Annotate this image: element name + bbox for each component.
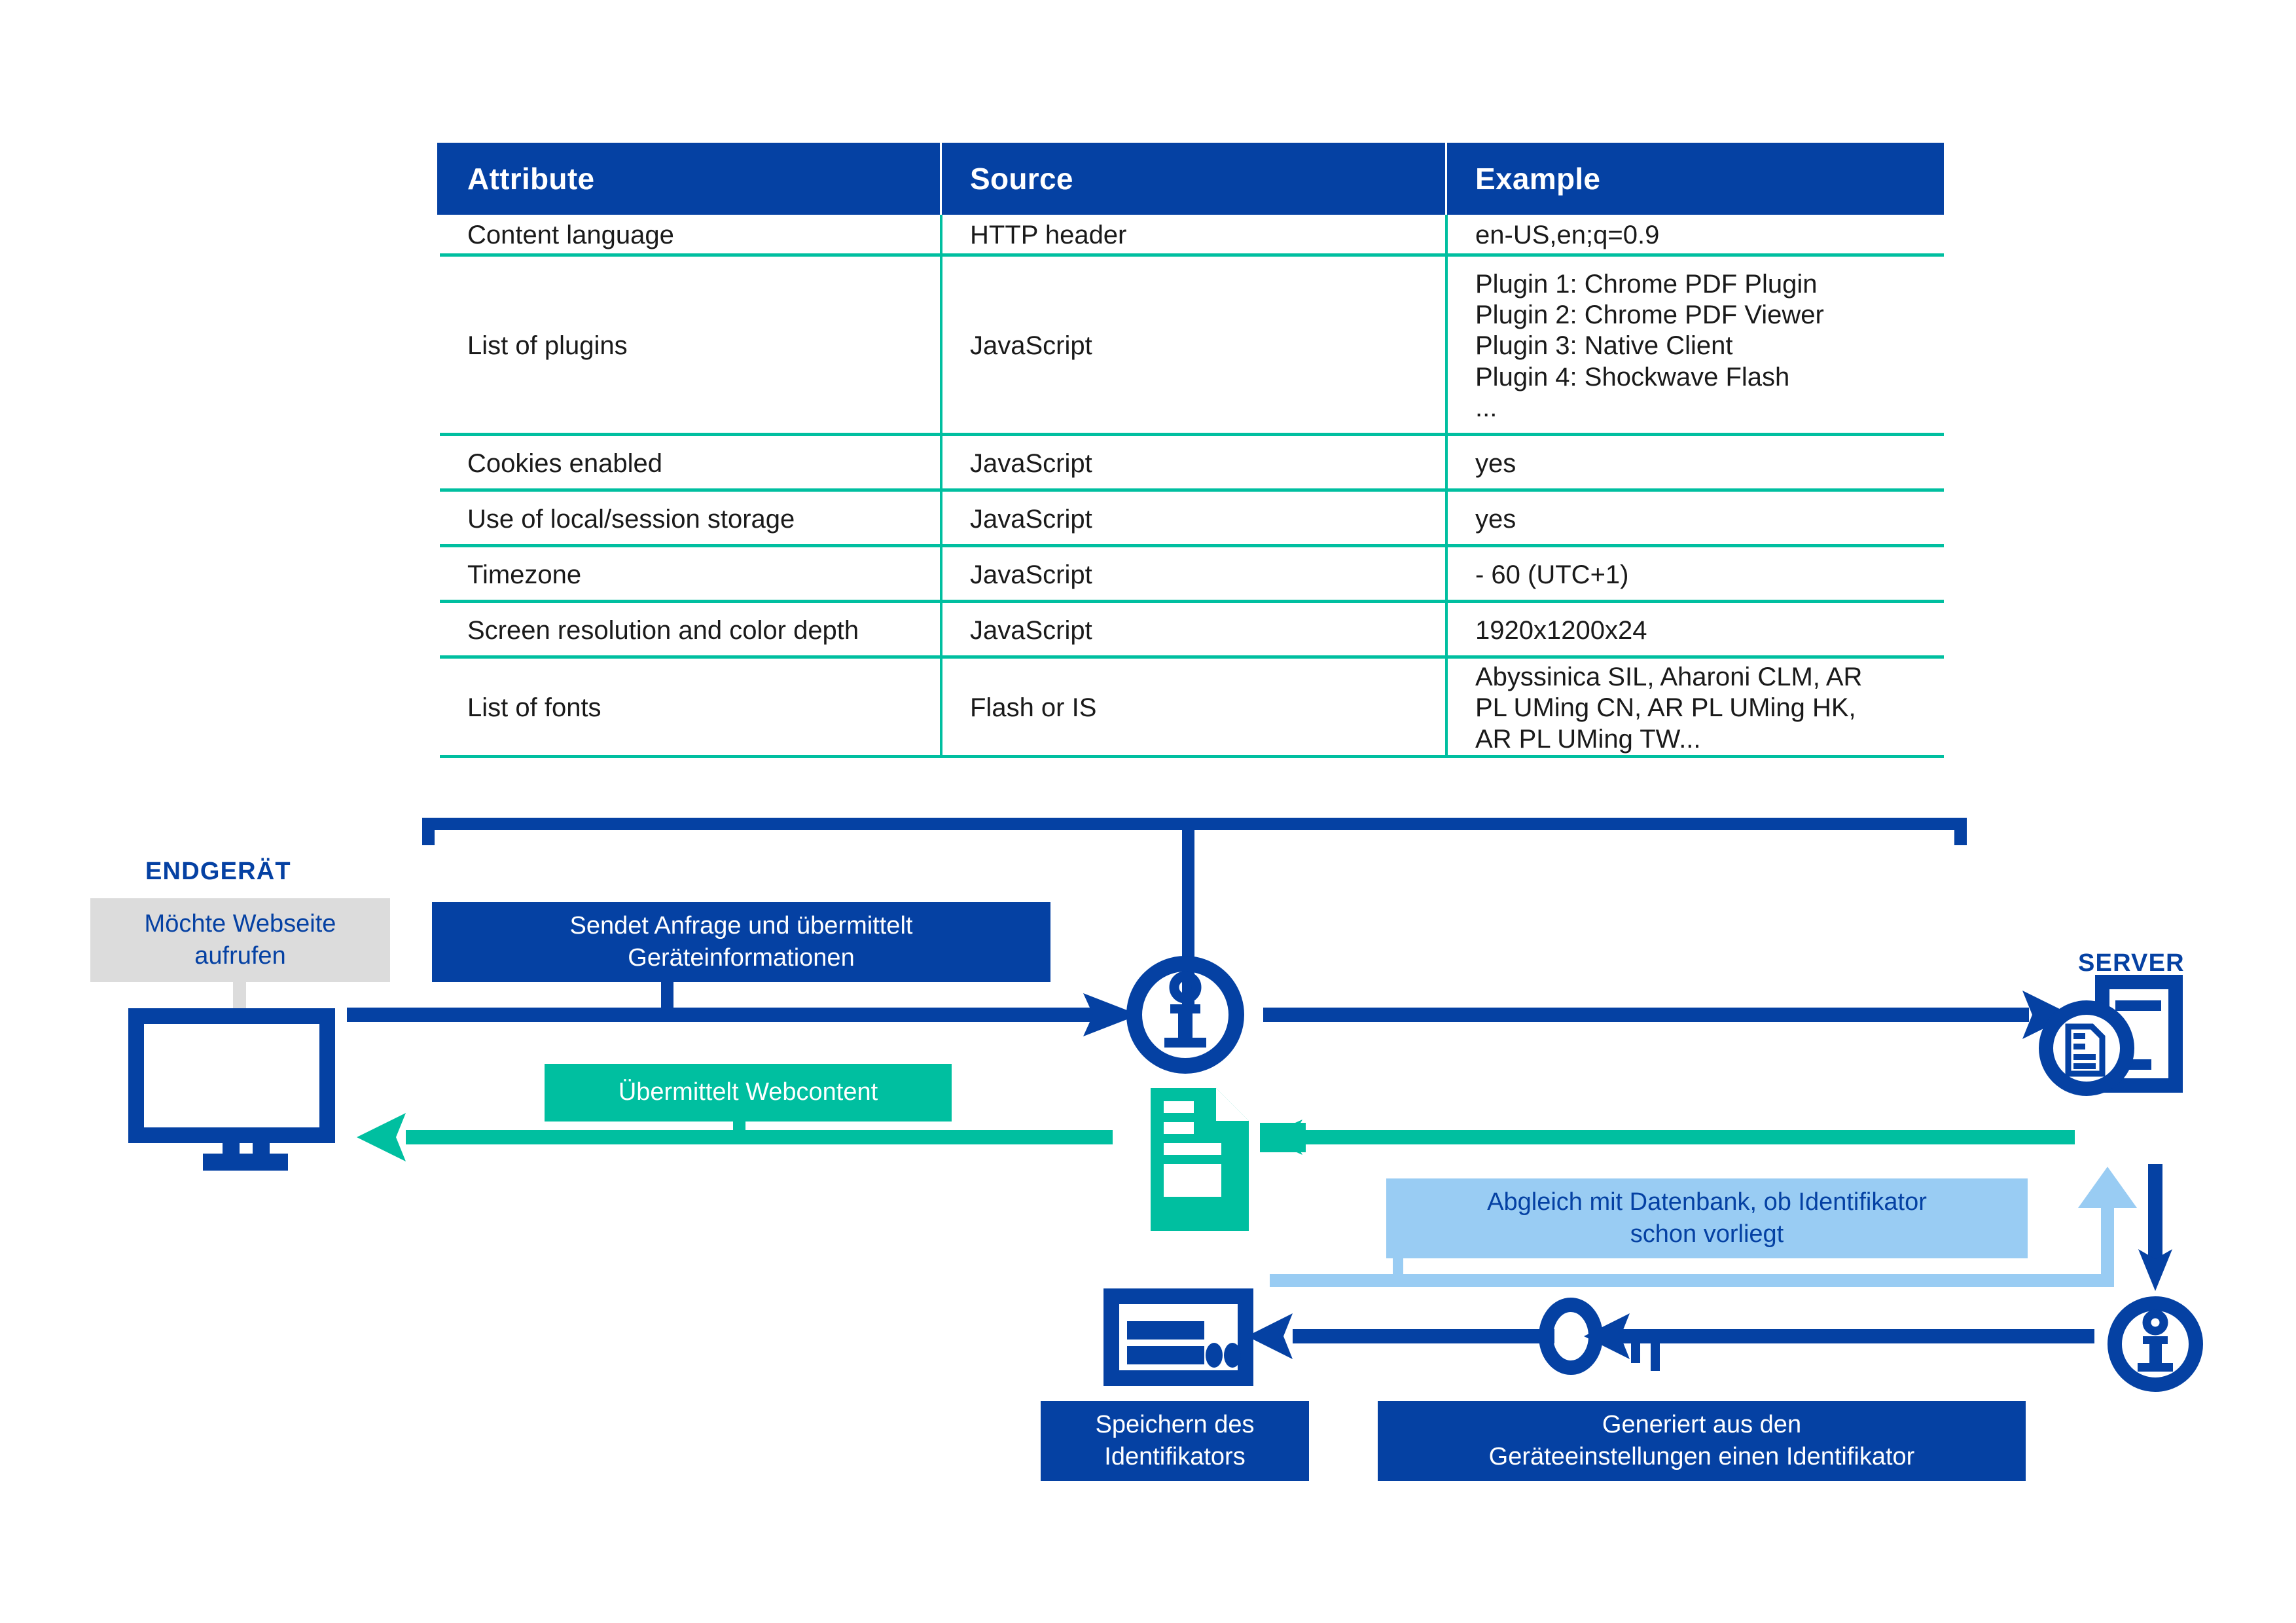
table-cell-source: JavaScript bbox=[940, 603, 1445, 659]
table-cell-source: HTTP header bbox=[940, 215, 1445, 257]
table-cell-source: JavaScript bbox=[940, 436, 1445, 492]
database-icon bbox=[1103, 1288, 1253, 1386]
info-icon bbox=[1126, 956, 1244, 1074]
store-identifier-box: Speichern des Identifikators bbox=[1041, 1401, 1309, 1481]
column-header-attribute: Attribute bbox=[467, 162, 595, 196]
info-icon-bottom bbox=[2108, 1296, 2203, 1392]
generate-identifier-box: Generiert aus den Geräteeinstellungen ei… bbox=[1378, 1401, 2026, 1481]
cell-text: yes bbox=[1475, 504, 1516, 534]
table-to-flow-bracket bbox=[422, 818, 1967, 1008]
table-cell-example: yes bbox=[1445, 492, 1944, 547]
table-cell-source: JavaScript bbox=[940, 547, 1445, 603]
cell-text: Abyssinica SIL, Aharoni CLM, AR PL UMing… bbox=[1475, 663, 1863, 754]
table-cell-attr: Content language bbox=[437, 215, 940, 257]
response-label-box: Übermittelt Webcontent bbox=[545, 1064, 952, 1122]
table-cell-example: Abyssinica SIL, Aharoni CLM, AR PL UMing… bbox=[1445, 659, 1944, 758]
table-row: Use of local/session storage JavaScript ye… bbox=[437, 492, 1944, 547]
cell-text: Cookies enabled bbox=[467, 448, 662, 478]
cell-text: Content language bbox=[467, 221, 674, 250]
cell-text: yes bbox=[1475, 448, 1516, 478]
table-row: Timezone JavaScript - 60 (UTC+1) bbox=[437, 547, 1944, 603]
database-check-box: Abgleich mit Datenbank, ob Identifikator… bbox=[1386, 1178, 2028, 1258]
document-icon bbox=[1151, 1088, 1249, 1231]
request-arrow-blue-2 bbox=[1263, 991, 2072, 1039]
table-cell-example: 1920x1200x24 bbox=[1445, 603, 1944, 659]
endpoint-label: ENDGERÄT bbox=[145, 858, 291, 885]
table-cell-source: JavaScript bbox=[940, 257, 1445, 436]
cell-text: Plugin 1: Chrome PDF Plugin Plugin 2: Ch… bbox=[1475, 270, 1824, 422]
server-down-arrow bbox=[2138, 1164, 2172, 1291]
request-label-box: Sendet Anfrage und übermittelt Geräteinf… bbox=[432, 902, 1050, 982]
teal-doc-accent bbox=[1164, 1176, 1221, 1188]
table-row: Screen resolution and color depth JavaScr… bbox=[437, 603, 1944, 659]
server-label: SERVER bbox=[2078, 949, 2185, 977]
identifier-arrow-left bbox=[1247, 1313, 1554, 1359]
table-cell-attr: List of plugins bbox=[437, 257, 940, 436]
table-body: Content language HTTP header en-US,en;q=0.… bbox=[437, 215, 1944, 758]
response-arrow-teal-right bbox=[1260, 1120, 2075, 1155]
cell-text: JavaScript bbox=[970, 331, 1092, 361]
cell-text: JavaScript bbox=[970, 615, 1092, 645]
monitor-icon bbox=[128, 1008, 335, 1171]
cell-text: HTTP header bbox=[970, 221, 1127, 250]
table-row: Content language HTTP header en-US,en;q=0.… bbox=[437, 215, 1944, 257]
table-cell-attr: Use of local/session storage bbox=[437, 492, 940, 547]
table-cell-source: JavaScript bbox=[940, 492, 1445, 547]
server-magnifier-icon bbox=[2039, 975, 2183, 1096]
cell-text: 1920x1200x24 bbox=[1475, 615, 1647, 645]
table-cell-attr: Screen resolution and color depth bbox=[437, 603, 940, 659]
table-row: List of fonts Flash or IS Abyssinica SIL, … bbox=[437, 659, 1944, 758]
generate-identifier-text: Generiert aus den Geräteeinstellungen ei… bbox=[1488, 1410, 1915, 1470]
cell-text: Timezone bbox=[467, 560, 582, 589]
client-note-text: Möchte Webseite aufrufen bbox=[144, 909, 336, 970]
identifier-arrow-right bbox=[1584, 1313, 2094, 1359]
response-arrow-teal-left bbox=[357, 1100, 1113, 1161]
cell-text: List of fonts bbox=[467, 693, 601, 723]
database-check-path bbox=[1270, 1167, 2137, 1287]
cell-text: - 60 (UTC+1) bbox=[1475, 560, 1629, 589]
response-label-text: Übermittelt Webcontent bbox=[618, 1078, 878, 1106]
cell-text: Screen resolution and color depth bbox=[467, 615, 859, 645]
table-cell-example: yes bbox=[1445, 436, 1944, 492]
cell-text: List of plugins bbox=[467, 331, 628, 361]
cell-text: Flash or IS bbox=[970, 693, 1097, 723]
request-arrow-blue bbox=[347, 969, 1139, 1036]
request-label-text: Sendet Anfrage und übermittelt Geräteinf… bbox=[569, 911, 913, 972]
table-cell-attr: Timezone bbox=[437, 547, 940, 603]
cell-text: Use of local/session storage bbox=[467, 504, 795, 534]
table-cell-source: Flash or IS bbox=[940, 659, 1445, 758]
store-identifier-text: Speichern des Identifikators bbox=[1095, 1410, 1255, 1470]
cell-text: JavaScript bbox=[970, 448, 1092, 478]
table-row: Cookies enabled JavaScript yes bbox=[437, 436, 1944, 492]
table-cell-example: en-US,en;q=0.9 bbox=[1445, 215, 1944, 257]
cell-text: en-US,en;q=0.9 bbox=[1475, 221, 1660, 250]
column-header-source: Source bbox=[940, 143, 1445, 215]
table-cell-attr: Cookies enabled bbox=[437, 436, 940, 492]
client-note-box: Möchte Webseite aufrufen bbox=[90, 898, 390, 982]
column-header-example: Example bbox=[1445, 143, 1944, 215]
table-header-row: Attribute Source Example bbox=[437, 143, 1944, 215]
cell-text: JavaScript bbox=[970, 560, 1092, 589]
table-cell-attr: List of fonts bbox=[437, 659, 940, 758]
attribute-table: Attribute Source Example Content languag… bbox=[437, 143, 1944, 758]
table-cell-example: - 60 (UTC+1) bbox=[1445, 547, 1944, 603]
table-cell-example: Plugin 1: Chrome PDF Plugin Plugin 2: Ch… bbox=[1445, 257, 1944, 436]
database-check-text: Abgleich mit Datenbank, ob Identifikator… bbox=[1487, 1188, 1927, 1248]
key-icon bbox=[1539, 1298, 1666, 1375]
cell-text: JavaScript bbox=[970, 504, 1092, 534]
note-stem bbox=[233, 980, 246, 1021]
table-row: List of plugins JavaScript Plugin 1: Chrom… bbox=[437, 257, 1944, 436]
